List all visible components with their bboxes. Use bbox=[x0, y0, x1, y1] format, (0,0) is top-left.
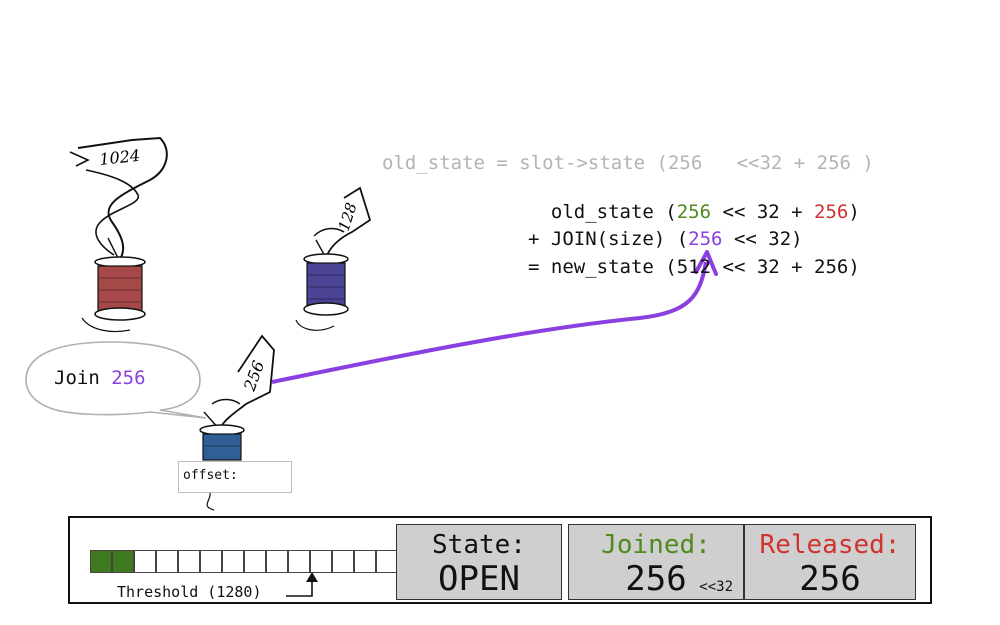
formula-join-size-value: 256 bbox=[688, 228, 723, 250]
threshold-cell bbox=[310, 550, 332, 573]
state-title: State: bbox=[432, 530, 526, 560]
joined-box: Joined: 256 <<32 bbox=[568, 524, 744, 600]
bubble-join-value: 256 bbox=[111, 367, 146, 389]
state-box: State: OPEN bbox=[396, 524, 562, 600]
threshold-cell bbox=[112, 550, 134, 573]
joined-shift: <<32 bbox=[699, 579, 733, 595]
released-title: Released: bbox=[759, 530, 901, 560]
formula-header: old_state = slot->state (256 <<32 + 256 … bbox=[382, 152, 874, 174]
threshold-cell bbox=[134, 550, 156, 573]
threshold-cell bbox=[332, 550, 354, 573]
formula-row-old-state: old_state (256 << 32 + 256) bbox=[528, 201, 860, 223]
offset-label: offset: bbox=[183, 468, 238, 483]
formula-row-new-state: = new_state (512 << 32 + 256) bbox=[528, 256, 860, 278]
status-panel: Threshold (1280) State: OPEN Joined: 256… bbox=[68, 516, 932, 604]
formula-new-released-value: 256 bbox=[814, 256, 849, 278]
formula-row-join: + JOIN(size) (256 << 32) bbox=[528, 228, 803, 250]
formula-prefix: = new_state bbox=[528, 256, 666, 278]
spool-right: 128 bbox=[295, 186, 372, 331]
threshold-cell bbox=[244, 550, 266, 573]
join-arrow bbox=[271, 250, 718, 384]
formula-new-joined-value: 512 bbox=[676, 256, 712, 278]
threshold-cell bbox=[178, 550, 200, 573]
threshold-cell bbox=[156, 550, 178, 573]
spool-left-label: 1024 bbox=[98, 146, 140, 169]
released-box: Released: 256 bbox=[744, 524, 916, 600]
formula-prefix: + JOIN(size) bbox=[528, 228, 677, 250]
threshold-cell bbox=[90, 550, 112, 573]
threshold-cell bbox=[266, 550, 288, 573]
released-value: 256 bbox=[799, 559, 861, 599]
threshold-marker bbox=[286, 572, 318, 597]
state-value: OPEN bbox=[438, 559, 520, 599]
offset-box: offset: bbox=[178, 461, 292, 493]
joined-value: 256 bbox=[625, 559, 687, 599]
joined-title: Joined: bbox=[601, 530, 711, 560]
formula-joined-value: 256 bbox=[676, 201, 712, 223]
speech-bubble bbox=[25, 341, 207, 419]
bubble-text: Join 256 bbox=[54, 367, 146, 389]
threshold-cell bbox=[354, 550, 376, 573]
threshold-cell bbox=[288, 550, 310, 573]
formula-prefix: old_state bbox=[528, 201, 666, 223]
threshold-cell bbox=[200, 550, 222, 573]
threshold-cell bbox=[222, 550, 244, 573]
formula-released-value: 256 bbox=[814, 201, 849, 223]
spool-left: 1024 bbox=[69, 136, 168, 333]
threshold-label: Threshold (1280) bbox=[117, 583, 262, 601]
